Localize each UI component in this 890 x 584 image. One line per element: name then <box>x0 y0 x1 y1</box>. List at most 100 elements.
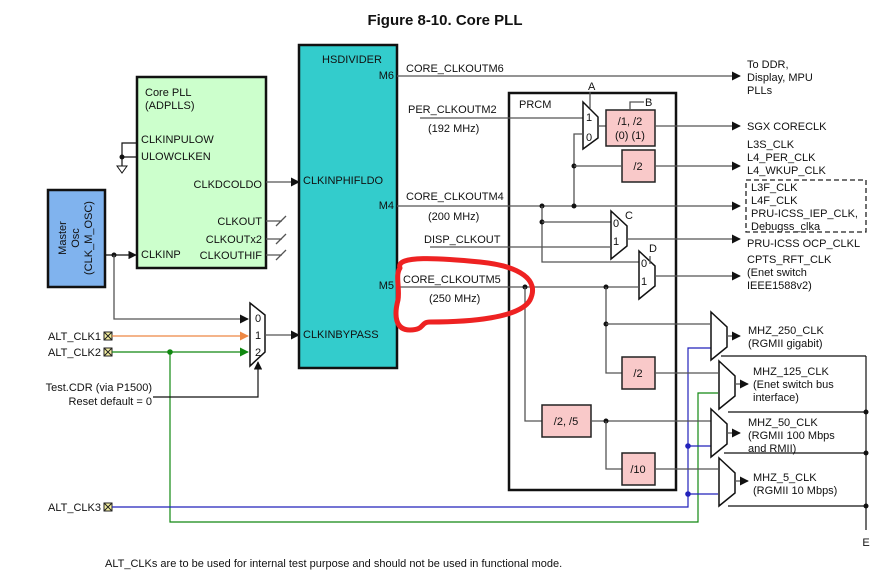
m5-to-div25 <box>524 287 542 422</box>
ulow-tie-wire <box>121 142 137 158</box>
signal-per-clkoutm2: PER_CLKOUTM2 <box>408 104 497 116</box>
test-cdr-label: Test.CDR (via P1500) <box>46 382 152 394</box>
out-mhz5-1: MHZ_5_CLK <box>753 472 817 484</box>
figure-title: Figure 8-10. Core PLL <box>367 12 522 29</box>
mux-a-label: A <box>588 81 596 93</box>
signal-core-clkoutm6: CORE_CLKOUTM6 <box>406 63 504 75</box>
out-mhz50-1: MHZ_50_CLK <box>748 417 818 429</box>
bypass-mux <box>249 301 266 368</box>
out-sgx-coreclk: SGX CORECLK <box>747 121 827 133</box>
bypass-mux-in0: 0 <box>255 313 261 325</box>
mux-c-in1: 1 <box>613 236 619 248</box>
signal-core-clkoutm5-freq: (250 MHz) <box>429 293 480 305</box>
divider-b-select <box>629 101 644 110</box>
div25-to-div10 <box>605 421 622 470</box>
mux-mhz125 <box>718 359 736 411</box>
junction-dot <box>685 443 691 449</box>
pin-m5: M5 <box>379 280 394 292</box>
out-debugss: Debugss_clka <box>751 221 821 233</box>
pad-cross <box>103 331 113 341</box>
pin-ulowclken: ULOWCLKEN <box>141 151 211 163</box>
osc-label-2: Osc <box>70 228 82 248</box>
osc-to-bypass-mux-wire <box>113 255 249 324</box>
alt-clk2-label: ALT_CLK2 <box>48 347 101 359</box>
pin-clkouthif: CLKOUTHIF <box>200 250 263 262</box>
mux-c <box>610 209 628 261</box>
core-pll-block <box>135 75 268 270</box>
alt-clk3-route <box>112 347 712 508</box>
mux-a-in1: 1 <box>586 112 592 124</box>
pin-clkinp: CLKINP <box>141 249 181 261</box>
pin-clkinphifldo: CLKINPHIFLDO <box>303 175 384 187</box>
out-mhz50-3: and RMII) <box>748 443 796 455</box>
out-l4-wkup: L4_WKUP_CLK <box>747 165 827 177</box>
master-osc-block <box>46 188 107 289</box>
out-l4f: L4F_CLK <box>751 195 798 207</box>
alt-clk3-branches <box>688 445 718 495</box>
divider-b-label: B <box>645 97 652 109</box>
out-l3f: L3F_CLK <box>751 182 798 194</box>
prcm-name: PRCM <box>519 99 551 111</box>
out-cpts-2: (Enet switch <box>747 267 807 279</box>
out-pru-ocp: PRU-ICSS OCP_CLKL <box>747 238 860 250</box>
pin-m4: M4 <box>379 200 394 212</box>
test-select-wire <box>153 361 263 398</box>
junction-dot <box>863 503 869 509</box>
divider-mhz125-label: /2 <box>633 368 642 380</box>
divider-sgx-l1: /1, /2 <box>618 116 642 128</box>
alt-clk1-label: ALT_CLK1 <box>48 331 101 343</box>
l3f-group-box <box>745 179 867 233</box>
alt-clk2-route <box>169 352 718 523</box>
pll-name-sub: (ADPLLS) <box>145 100 195 112</box>
clkouthif-nc <box>266 249 287 261</box>
mux-c-label: C <box>625 210 633 222</box>
alt-clk3-label: ALT_CLK3 <box>48 502 101 514</box>
out-l3s: L3S_CLK <box>747 139 795 151</box>
mux-a-in0-wire <box>573 133 583 206</box>
signal-core-clkoutm4-freq: (200 MHz) <box>428 211 479 223</box>
out-pru-iep: PRU-ICSS_IEP_CLK, <box>751 208 858 220</box>
pad-cross <box>103 502 113 512</box>
prcm-block <box>507 91 678 492</box>
signal-per-clkoutm2-freq: (192 MHz) <box>428 123 479 135</box>
mux-d-in0: 0 <box>641 258 647 270</box>
bypass-mux-in1: 1 <box>255 330 261 342</box>
out-mhz125-3: interface) <box>753 392 799 404</box>
pin-clkout: CLKOUT <box>217 216 262 228</box>
pin-clkoutx2: CLKOUTx2 <box>206 234 262 246</box>
out-ddr-1: To DDR, <box>747 59 789 71</box>
osc-label-1: Master <box>57 221 69 255</box>
signal-core-clkoutm5: CORE_CLKOUTM5 <box>403 274 501 286</box>
mux-a-in0: 0 <box>586 132 592 144</box>
hsdivider-name: HSDIVIDER <box>322 54 382 66</box>
signal-core-clkoutm4: CORE_CLKOUTM4 <box>406 191 504 203</box>
out-mhz250-2: (RGMII gigabit) <box>748 338 823 350</box>
mux-c-in0: 0 <box>613 218 619 230</box>
pin-clkinbypass: CLKINBYPASS <box>303 329 379 341</box>
clkoutx2-nc <box>266 233 287 245</box>
out-cpts-3: IEEE1588v2) <box>747 280 812 292</box>
out-ddr-2: Display, MPU <box>747 72 813 84</box>
divider-mhz50 <box>541 404 592 438</box>
out-mhz250-1: MHZ_250_CLK <box>748 325 824 337</box>
junction-dot <box>571 203 577 209</box>
pin-m6: M6 <box>379 70 394 82</box>
divider-sgx <box>605 109 656 147</box>
junction-dot <box>863 450 869 456</box>
mux-mhz250 <box>710 310 728 362</box>
junction-dot <box>685 491 691 497</box>
divider-sgx-l2: (0) (1) <box>615 130 645 142</box>
out-mhz125-2: (Enet switch bus <box>753 379 834 391</box>
out-l4-per: L4_PER_CLK <box>747 152 816 164</box>
out-mhz5-2: (RGMII 10 Mbps) <box>753 485 837 497</box>
out-ddr-3: PLLs <box>747 85 773 97</box>
junction-dot <box>863 409 869 415</box>
select-e-label: E <box>862 537 869 549</box>
out-mhz50-2: (RGMII 100 Mbps <box>748 430 835 442</box>
osc-label-3: (CLK_M_OSC) <box>83 201 95 275</box>
footnote: ALT_CLKs are to be used for internal tes… <box>105 558 562 570</box>
m4-to-mux-d <box>541 206 640 263</box>
pin-clkinpulow: CLKINPULOW <box>141 134 214 146</box>
clkout-nc <box>266 215 287 227</box>
